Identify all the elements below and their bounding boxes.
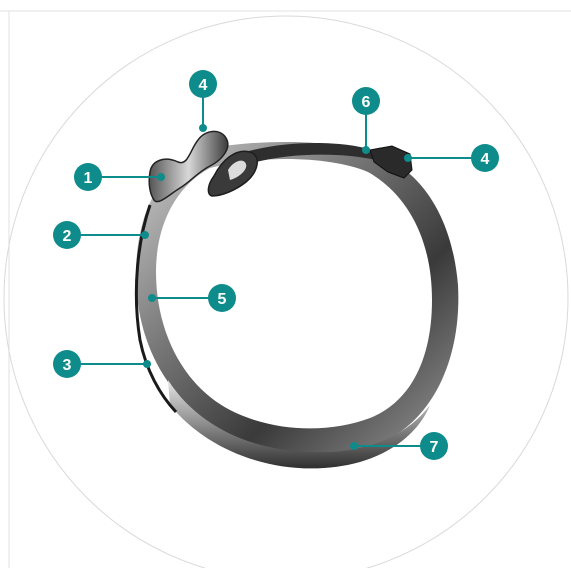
callout-badge-1: 1 (74, 163, 102, 191)
callout-label-4b: 4 (481, 151, 490, 168)
callout-badge-6: 6 (352, 87, 380, 115)
callout-badge-3: 3 (53, 350, 81, 378)
callout-label-6: 6 (362, 94, 371, 111)
callout-badge-4a: 4 (189, 70, 217, 98)
leader-5-dot (149, 295, 155, 301)
background-circle (4, 16, 568, 568)
hose-clamp-image (136, 131, 458, 468)
leader-1-dot (158, 174, 164, 180)
callout-label-5: 5 (218, 291, 227, 308)
callout-badge-5: 5 (208, 284, 236, 312)
leader-7-dot (351, 443, 357, 449)
callout-label-7: 7 (430, 439, 439, 456)
leader-2-dot (142, 232, 148, 238)
callout-label-2: 2 (63, 228, 72, 245)
callout-label-4a: 4 (199, 77, 208, 94)
callout-badge-2: 2 (53, 221, 81, 249)
leader-4a-dot (200, 125, 206, 131)
callout-label-3: 3 (63, 357, 72, 374)
leader-4b-dot (405, 155, 411, 161)
callout-badge-7: 7 (420, 432, 448, 460)
callout-badge-4b: 4 (471, 144, 499, 172)
callout-label-1: 1 (84, 170, 93, 187)
leader-3-dot (144, 361, 150, 367)
leader-6-dot (363, 147, 369, 153)
